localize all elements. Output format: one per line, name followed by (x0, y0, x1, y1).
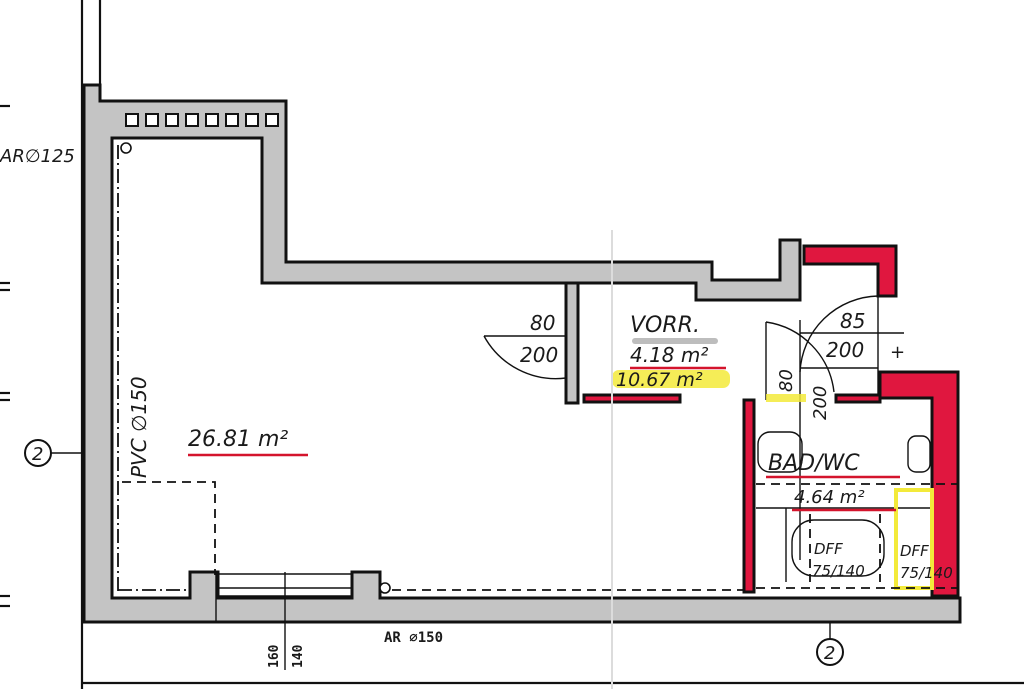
bad-fixtures (756, 431, 958, 590)
pipe-label-left-top: AR∅125 (0, 146, 75, 167)
existing-walls (82, 83, 962, 624)
door-left-height: 200 (520, 343, 558, 367)
shower-2-size: 75/140 (900, 564, 953, 582)
vorr-alt-highlight (612, 370, 730, 388)
plus-symbol: + (890, 342, 905, 363)
door-right-width: 85 (840, 309, 865, 333)
window-parapet: 160 (267, 644, 282, 668)
door-left-width: 80 (530, 311, 555, 335)
pipe-label-bottom: AR ∅150 (384, 630, 443, 646)
door-bad-width: 80 (776, 369, 797, 392)
left-ticks (0, 104, 10, 608)
door-vorr-right (799, 295, 904, 560)
svg-text:2: 2 (32, 444, 43, 465)
bad-name: BAD/WC (768, 451, 860, 476)
living-area: 26.81 m² (188, 427, 288, 452)
brick-pattern (125, 113, 279, 127)
grid-marker-left: 2 (24, 439, 84, 467)
vorr-area-alt: 10.67 m² (616, 369, 703, 391)
door-right-height: 200 (826, 338, 864, 362)
shower-1-label: DFF (814, 540, 843, 558)
pipe-riser-top (120, 142, 132, 154)
dashed-area-outline (122, 481, 216, 575)
bad-area: 4.64 m² (794, 487, 865, 508)
shower-1-size: 75/140 (812, 562, 865, 580)
door-bad-height: 200 (810, 386, 831, 420)
svg-text:2: 2 (824, 643, 835, 664)
window-height: 140 (291, 644, 306, 668)
door-bad (765, 321, 835, 402)
new-walls (582, 244, 960, 598)
pipe-riser-bottom (379, 582, 391, 594)
door-vorr-left (483, 300, 567, 380)
shower-2-label: DFF (900, 542, 929, 560)
vorr-name-highlight (632, 338, 718, 344)
vorr-name: VORR. (630, 313, 700, 338)
vorr-area: 4.18 m² (630, 343, 708, 367)
pipe-label-left-vertical: PVC ∅150 (127, 376, 151, 478)
grid-marker-bottom: 2 (816, 622, 844, 666)
window-bottom (215, 572, 352, 670)
